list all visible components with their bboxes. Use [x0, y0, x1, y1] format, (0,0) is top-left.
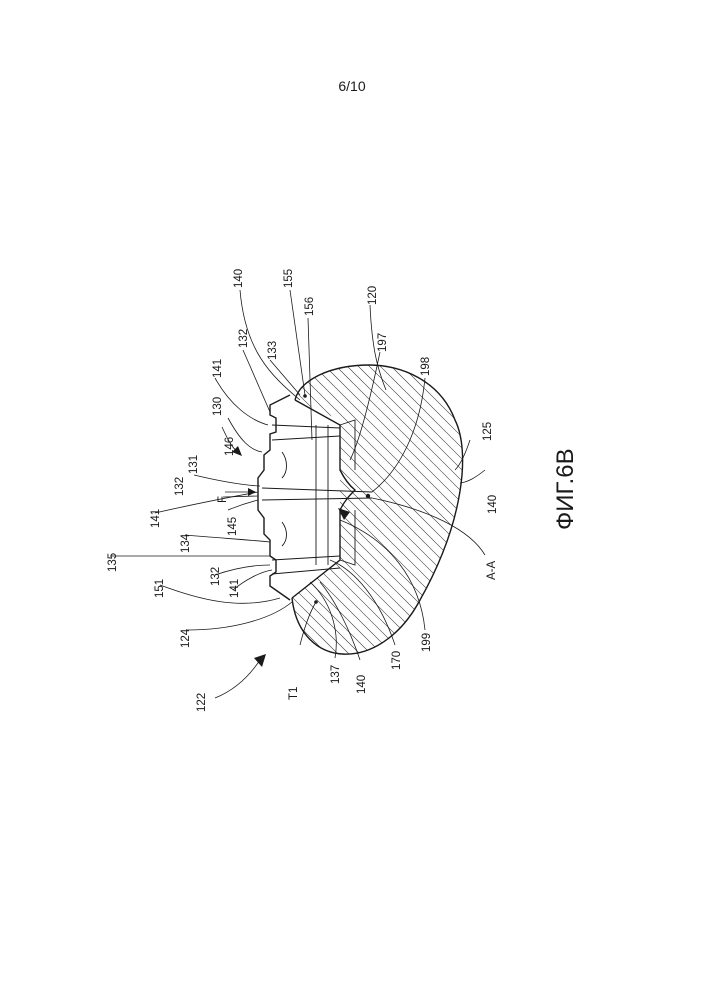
section-label: A-A [486, 561, 498, 581]
post-upper [272, 425, 340, 440]
hatch-line [222, 340, 582, 700]
ref-label: 122 [196, 693, 208, 712]
arrows [215, 394, 370, 698]
hatch-line [321, 340, 681, 700]
ref-label: 134 [180, 533, 192, 553]
hatch-line [563, 340, 704, 700]
ref-label: 140 [356, 675, 368, 694]
hatch-line [288, 340, 648, 700]
hatch-line [398, 340, 704, 700]
hatch-line [200, 340, 560, 700]
hatch-line [684, 340, 704, 700]
hatch-line [0, 340, 340, 700]
hatch-line [277, 340, 637, 700]
hatch-line [46, 340, 406, 700]
ref-label: 141 [229, 579, 241, 598]
ref-label: 130 [212, 397, 224, 416]
hatch-line [145, 340, 505, 700]
hatch-line [618, 340, 704, 700]
hatch-line [68, 340, 428, 700]
ref-label: 133 [267, 341, 279, 360]
hatch-line [332, 340, 692, 700]
hatch-line [519, 340, 704, 700]
figure-caption: ФИГ.6В [552, 448, 579, 530]
hatch-line [585, 340, 704, 700]
hatch-line [629, 340, 704, 700]
ref-label: 132 [210, 567, 222, 586]
ref-label: 140 [487, 495, 499, 514]
ref-label: 151 [154, 579, 166, 598]
ref-label: 170 [391, 651, 403, 670]
ref-label: 141 [212, 359, 224, 378]
hatch-line [387, 340, 704, 700]
ref-label: 120 [367, 286, 379, 305]
hatch-line [662, 340, 704, 700]
hatch-line [596, 340, 704, 700]
hatch-line [79, 340, 439, 700]
ref-label: 141 [150, 509, 162, 528]
hatch-pattern [0, 340, 704, 700]
reference-labels: 140 155 156 120 197 198 132 133 141 130 … [107, 269, 579, 712]
hatch-line [310, 340, 670, 700]
hatch-line [475, 340, 704, 700]
hatch-line [695, 340, 704, 700]
hatched-cap-body [0, 340, 704, 700]
ref-label: 145 [227, 517, 239, 536]
hatch-line [607, 340, 704, 700]
ref-label: 132 [238, 329, 250, 348]
ref-label: 135 [107, 553, 119, 572]
ref-label: 140 [233, 269, 245, 288]
ref-label: 132 [174, 477, 186, 496]
page-number: 6/10 [0, 78, 704, 94]
ref-label: 156 [304, 297, 316, 316]
ref-label: 131 [188, 455, 200, 474]
hatch-line [112, 340, 472, 700]
cap-outline [292, 365, 463, 654]
hatch-line [24, 340, 384, 700]
hatch-line [90, 340, 450, 700]
ref-label: 146 [224, 437, 236, 456]
hatch-line [464, 340, 704, 700]
hatch-line [189, 340, 549, 700]
ref-label: 137 [330, 665, 342, 684]
ref-label: 125 [482, 422, 494, 441]
hatch-line [211, 340, 571, 700]
hatch-line [508, 340, 704, 700]
ref-label: F [217, 496, 229, 503]
hatch-line [673, 340, 704, 700]
hatch-line [365, 340, 704, 700]
bump-lower [282, 522, 287, 546]
hatch-line [167, 340, 527, 700]
leader-lines [110, 290, 485, 660]
ref-label: 155 [283, 269, 295, 288]
hatch-line [343, 340, 703, 700]
ref-label: T1 [288, 687, 300, 700]
ref-label: 197 [377, 333, 389, 352]
hatch-line [640, 340, 704, 700]
hatch-line [497, 340, 704, 700]
ref-label: 198 [420, 357, 432, 376]
hatch-line [574, 340, 704, 700]
post-lower [272, 556, 340, 574]
ref-label: 199 [421, 633, 433, 652]
hatch-line [651, 340, 704, 700]
hatch-line [233, 340, 593, 700]
hatch-line [354, 340, 704, 700]
hatch-line [486, 340, 704, 700]
ref-label: 124 [180, 628, 192, 648]
hatch-line [299, 340, 659, 700]
bump-upper [282, 452, 287, 478]
